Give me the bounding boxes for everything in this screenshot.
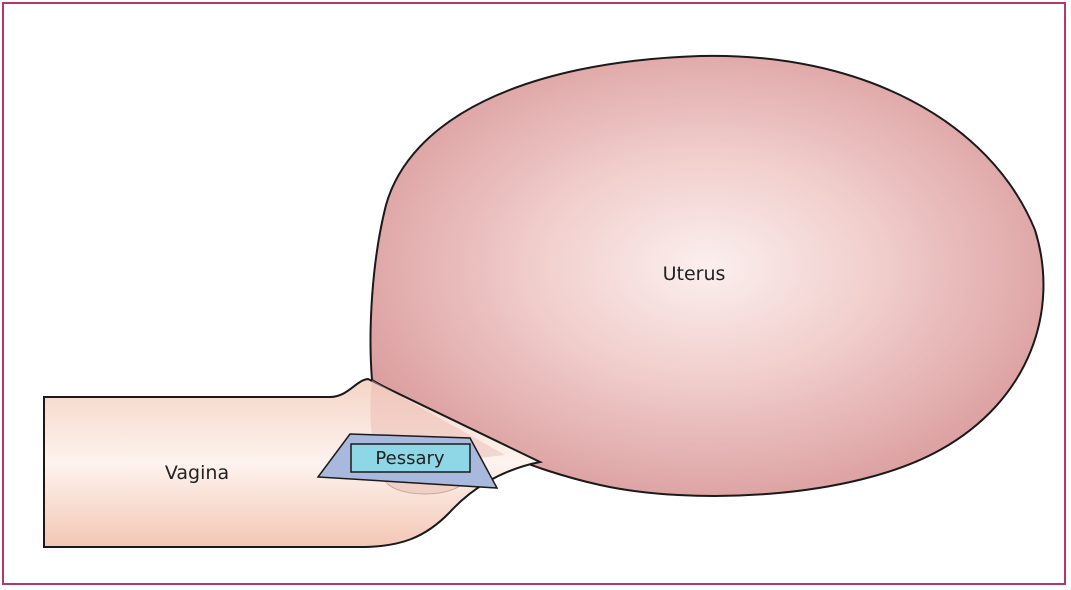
uterus-label: Uterus — [663, 263, 726, 285]
vagina-label: Vagina — [165, 462, 229, 484]
pessary-label: Pessary — [375, 448, 444, 469]
